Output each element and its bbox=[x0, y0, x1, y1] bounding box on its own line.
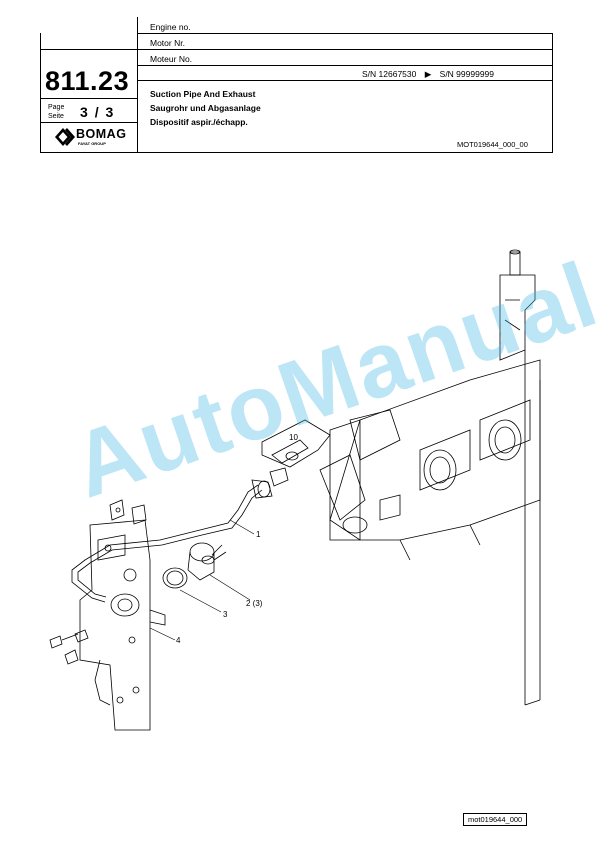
seite-label: Seite bbox=[48, 113, 64, 120]
page-label: Page bbox=[48, 104, 65, 111]
section-number: 811.23 bbox=[45, 66, 130, 96]
callout-2: 2 (3) bbox=[246, 599, 263, 608]
bolts bbox=[49, 629, 89, 665]
bomag-diamond-icon bbox=[55, 128, 75, 146]
page-indicator: 3 / 3 bbox=[80, 104, 113, 120]
small-clip bbox=[109, 499, 147, 525]
callout-4: 4 bbox=[176, 636, 181, 645]
page-labels: Page Seite bbox=[48, 103, 64, 121]
title-en: Suction Pipe And Exhaust bbox=[150, 89, 256, 99]
page-separator: / bbox=[94, 104, 99, 120]
exhaust-manifold bbox=[319, 249, 541, 706]
motor-nr-label: Motor Nr. bbox=[150, 38, 185, 48]
part-2-plug bbox=[187, 542, 227, 581]
brand-name: BOMAG bbox=[76, 127, 127, 141]
title-fr: Dispositif aspir./échapp. bbox=[150, 117, 248, 127]
doc-code: MOT019644_000_00 bbox=[457, 140, 528, 149]
drawing-stamp: mot019644_000 bbox=[463, 813, 528, 826]
bomag-logo: BOMAG FAYAT GROUP bbox=[54, 127, 134, 149]
title-block: Suction Pipe And Exhaust Saugrohr und Ab… bbox=[150, 87, 261, 129]
sn-arrow-icon: ▶ bbox=[424, 69, 432, 79]
serial-range: S/N 12667530 ▶ S/N 99999999 bbox=[362, 69, 494, 80]
callout-3: 3 bbox=[223, 610, 228, 619]
moteur-no-label: Moteur No. bbox=[150, 54, 193, 64]
engine-no-label: Engine no. bbox=[150, 22, 191, 32]
title-de: Saugrohr und Abgasanlage bbox=[150, 103, 261, 113]
parts-drawing bbox=[49, 249, 541, 731]
callout-10: 10 bbox=[289, 433, 298, 442]
part-3-ring bbox=[162, 567, 188, 589]
sn-to: S/N 99999999 bbox=[439, 69, 495, 79]
sn-from: S/N 12667530 bbox=[362, 69, 417, 79]
brand-sub: FAYAT GROUP bbox=[78, 141, 106, 146]
bracket-plate bbox=[79, 519, 166, 731]
part-10-sensor bbox=[261, 419, 331, 468]
callout-1: 1 bbox=[256, 530, 261, 539]
page-total: 3 bbox=[105, 104, 114, 120]
page-current: 3 bbox=[80, 104, 88, 120]
part-1-pipe bbox=[71, 467, 289, 603]
leader-lines bbox=[149, 519, 255, 641]
